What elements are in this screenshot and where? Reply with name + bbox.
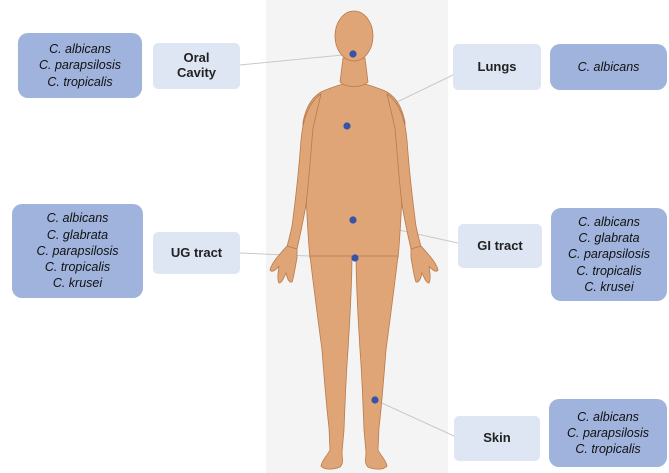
marker-skin bbox=[371, 396, 378, 403]
species-box-gi: C. albicans C. glabrata C. parapsilosis … bbox=[551, 208, 667, 301]
species-ug-4: C. tropicalis bbox=[45, 259, 110, 275]
species-ug-2: C. glabrata bbox=[47, 227, 108, 243]
species-ug-1: C. albicans bbox=[47, 210, 109, 226]
species-gi-1: C. albicans bbox=[578, 214, 640, 230]
species-skin-1: C. albicans bbox=[577, 409, 639, 425]
species-ug-5: C. krusei bbox=[53, 275, 102, 291]
species-box-lungs: C. albicans bbox=[550, 44, 667, 90]
marker-gi bbox=[349, 216, 356, 223]
species-ug-3: C. parapsilosis bbox=[37, 243, 119, 259]
species-skin-3: C. tropicalis bbox=[575, 441, 640, 457]
species-gi-2: C. glabrata bbox=[578, 230, 639, 246]
species-oral-3: C. tropicalis bbox=[47, 74, 112, 90]
species-skin-2: C. parapsilosis bbox=[567, 425, 649, 441]
species-gi-3: C. parapsilosis bbox=[568, 246, 650, 262]
species-gi-5: C. krusei bbox=[584, 279, 633, 295]
marker-oral bbox=[349, 50, 356, 57]
species-box-skin: C. albicans C. parapsilosis C. tropicali… bbox=[549, 399, 667, 467]
marker-ug bbox=[351, 254, 358, 261]
species-box-ug: C. albicans C. glabrata C. parapsilosis … bbox=[12, 204, 143, 298]
site-label-oral-cavity: Oral Cavity bbox=[153, 43, 240, 89]
site-label-ug-tract: UG tract bbox=[153, 232, 240, 274]
species-lungs-1: C. albicans bbox=[578, 59, 640, 75]
marker-lungs bbox=[343, 122, 350, 129]
species-gi-4: C. tropicalis bbox=[576, 263, 641, 279]
neck bbox=[340, 58, 368, 87]
site-label-gi-tract: GI tract bbox=[458, 224, 542, 268]
species-box-oral: C. albicans C. parapsilosis C. tropicali… bbox=[18, 33, 142, 98]
site-label-skin: Skin bbox=[454, 416, 540, 461]
species-oral-2: C. parapsilosis bbox=[39, 57, 121, 73]
species-oral-1: C. albicans bbox=[49, 41, 111, 57]
site-label-lungs: Lungs bbox=[453, 44, 541, 90]
